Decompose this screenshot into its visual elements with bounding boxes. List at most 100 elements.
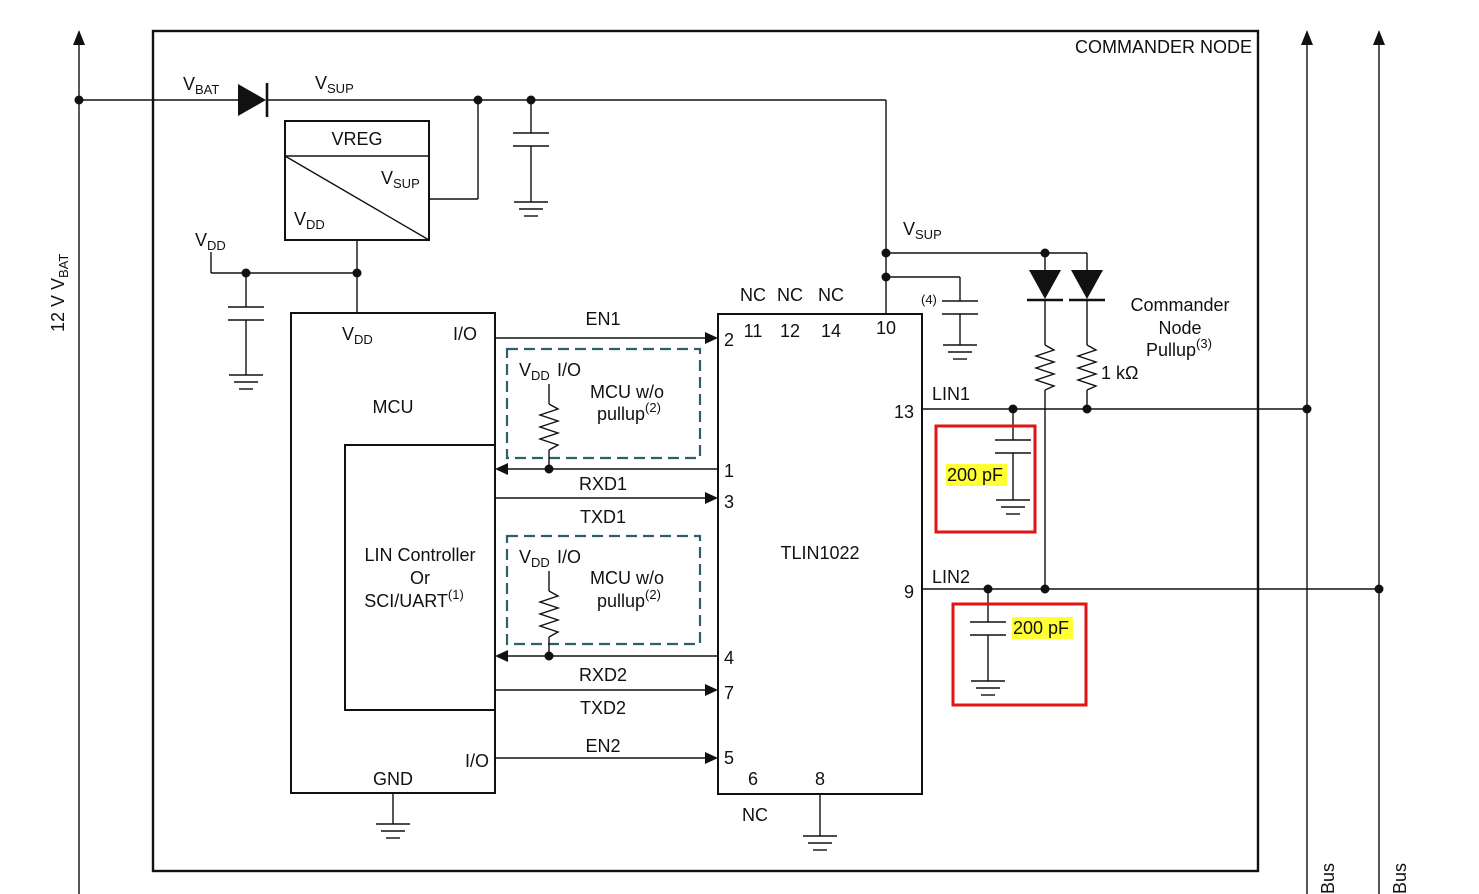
controller-line1: LIN Controller: [364, 545, 475, 565]
ground-icon: [943, 344, 977, 360]
lin2-label: LIN2: [932, 567, 970, 587]
pin-5: 5: [724, 748, 734, 768]
ground-icon: [514, 201, 548, 217]
diode-icon: [1071, 270, 1103, 299]
pin-11: 11: [744, 321, 763, 341]
ground-icon: [229, 374, 263, 390]
vreg-block: VREG VSUP VDD: [284, 100, 479, 313]
pullup-line1: MCU w/o: [590, 568, 664, 588]
pullup-line3: Pullup(3): [1146, 336, 1212, 360]
pullup-io-label: I/O: [557, 547, 581, 567]
pullup-line2: pullup(2): [597, 400, 661, 424]
lin2-cap-value: 200 pF: [1013, 618, 1069, 638]
bus-label: Bus: [1390, 863, 1410, 894]
vreg-title: VREG: [331, 129, 382, 149]
transceiver-name: TLIN1022: [780, 543, 859, 563]
resistor-icon: [1075, 344, 1099, 391]
pin-1: 1: [724, 461, 734, 481]
pullup-vdd-label: VDD: [519, 360, 550, 383]
pullup-line2: pullup(2): [597, 587, 661, 611]
signal-txd1: TXD1: [580, 507, 626, 527]
resistor-icon: [537, 590, 561, 638]
signal-txd2: TXD2: [580, 698, 626, 718]
lin1-cap-marker: [946, 464, 1007, 486]
controller-line2: Or: [410, 568, 430, 588]
pullup-line1: Commander: [1130, 295, 1229, 315]
transceiver-block: TLIN1022 NC NC NC 11 12 14 10 2 1 3 4 7 …: [717, 285, 923, 851]
nc-label: NC: [818, 285, 844, 305]
signal-en1: EN1: [585, 309, 620, 329]
up-arrow-icon: [73, 30, 85, 45]
pullup-vdd-label: VDD: [519, 547, 550, 570]
lin2-cap-marker: [1012, 617, 1073, 639]
ground-icon: [376, 823, 410, 839]
mcu-io-top: I/O: [453, 324, 477, 344]
signal-en2: EN2: [585, 736, 620, 756]
vdd-rail-label: VDD: [195, 230, 226, 253]
pullup-box-2: VDD I/O MCU w/o pullup(2): [505, 534, 702, 656]
mcu-title: MCU: [373, 397, 414, 417]
signal-rxd2: RXD2: [579, 665, 627, 685]
pin-3: 3: [724, 492, 734, 512]
diode-icon: [1029, 270, 1061, 299]
pullup-io-label: I/O: [557, 360, 581, 380]
ground-icon: [996, 499, 1030, 515]
nc-label: NC: [742, 805, 768, 825]
vdd-rail: VDD: [195, 230, 362, 390]
pullup-box-1: VDD I/O MCU w/o pullup(2): [505, 347, 702, 469]
battery-label: 12 V VBAT: [48, 254, 71, 332]
pin-13: 13: [894, 402, 914, 422]
supply-path: VBAT VSUP VSUP: [79, 73, 1087, 314]
pin-9: 9: [904, 582, 914, 602]
signal-rxd1: RXD1: [579, 474, 627, 494]
lin-controller-block: [344, 444, 496, 711]
mcu-io-bottom: I/O: [465, 751, 489, 771]
controller-line3: SCI/UART(1): [364, 587, 464, 611]
pin-10: 10: [876, 318, 896, 338]
pullup-line1: MCU w/o: [590, 382, 664, 402]
ground-icon: [971, 680, 1005, 696]
lin2-cap-highlight: [951, 602, 1088, 707]
signal-lines: EN1 RXD1 TXD1 RXD2 TXD2 EN2: [495, 309, 718, 764]
lin1-label: LIN1: [932, 384, 970, 404]
pin-12: 12: [780, 321, 800, 341]
vbat-label: VBAT: [183, 74, 219, 97]
transceiver-vsup-label: VSUP: [903, 219, 942, 242]
pullup-line2: Node: [1158, 318, 1201, 338]
pin-4: 4: [724, 648, 734, 668]
up-arrow-icon: [1373, 30, 1385, 45]
mcu-vdd-label: VDD: [342, 324, 373, 347]
lin-buses: LIN1 LIN2 Bus Bus: [922, 30, 1410, 894]
resistor-icon: [537, 403, 561, 451]
node-title: COMMANDER NODE: [1075, 37, 1252, 57]
pin-7: 7: [724, 683, 734, 703]
battery-rail: 12 V VBAT: [48, 30, 85, 894]
vsup-label: VSUP: [315, 73, 354, 96]
lin2-capacitor: 200 pF: [951, 589, 1088, 707]
mcu-gnd: GND: [373, 769, 413, 789]
diode-icon: [238, 84, 266, 116]
pin-8: 8: [815, 769, 825, 789]
nc-label: NC: [777, 285, 803, 305]
lin1-cap-value: 200 pF: [947, 465, 1003, 485]
pin-2: 2: [724, 330, 734, 350]
lin1-cap-highlight: [934, 424, 1037, 534]
vsup-capacitor: [513, 100, 549, 217]
vreg-in-label: VSUP: [381, 168, 420, 191]
cap-note: (4): [921, 292, 937, 307]
up-arrow-icon: [1301, 30, 1313, 45]
lin1-capacitor: 200 pF: [934, 409, 1037, 534]
commander-node-frame: [151, 29, 1260, 873]
commander-pullup: 1 kΩ Commander Node Pullup(3): [1027, 253, 1230, 589]
mcu-block: VDD I/O MCU I/O GND LIN Controller Or SC…: [290, 312, 496, 839]
bus-label: Bus: [1318, 863, 1338, 894]
ground-icon: [803, 835, 837, 851]
pin-14: 14: [821, 321, 841, 341]
transceiver-vsup-capacitor: (4): [921, 277, 978, 360]
resistor-icon: [1033, 344, 1057, 391]
nc-label: NC: [740, 285, 766, 305]
pin-6: 6: [748, 769, 758, 789]
vreg-out-label: VDD: [294, 209, 325, 232]
pullup-resistor-value: 1 kΩ: [1101, 363, 1138, 383]
